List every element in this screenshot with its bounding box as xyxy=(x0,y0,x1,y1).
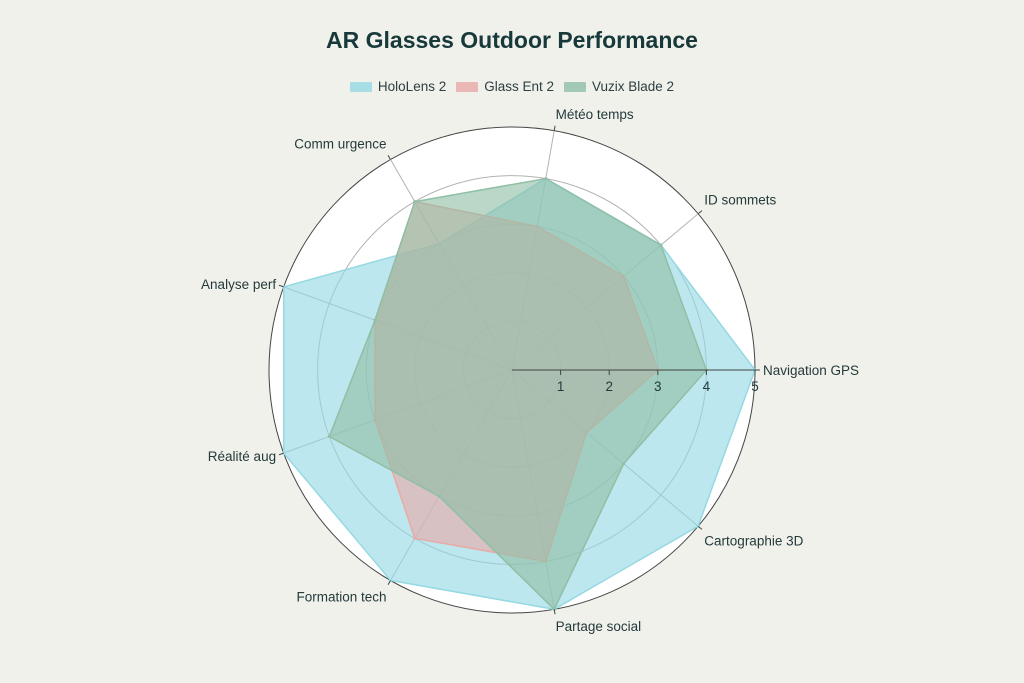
chart-title: AR Glasses Outdoor Performance xyxy=(326,27,698,53)
data-point xyxy=(327,435,331,438)
legend-swatch-2 xyxy=(564,81,587,92)
category-label: ID sommets xyxy=(704,193,776,208)
data-point xyxy=(622,462,626,466)
radial-tick-label: 5 xyxy=(751,379,759,394)
category-label: Analyse perf xyxy=(201,277,276,292)
data-point xyxy=(659,243,663,247)
category-tick xyxy=(697,210,703,215)
legend-swatch-1 xyxy=(456,81,479,92)
series-layer xyxy=(282,177,757,611)
category-tick xyxy=(387,154,391,160)
radial-tick-label: 1 xyxy=(557,379,565,394)
legend-label: Glass Ent 2 xyxy=(484,79,555,94)
category-labels: Navigation GPS ID sommets Météo tempsComm … xyxy=(201,107,859,634)
legend-item[interactable]: HoloLens 2 xyxy=(349,79,447,94)
radial-tick-label: 4 xyxy=(703,379,711,394)
radial-tick-label: 3 xyxy=(654,379,662,394)
category-label: Comm urgence xyxy=(294,137,386,152)
data-point xyxy=(373,318,377,322)
category-tick xyxy=(278,452,284,456)
data-point xyxy=(413,200,417,204)
category-tick xyxy=(278,284,284,288)
data-point xyxy=(544,177,548,181)
category-label: Formation tech xyxy=(296,589,386,604)
legend-item[interactable]: Vuzix Blade 2 xyxy=(564,79,674,94)
legend-item[interactable]: Glass Ent 2 xyxy=(456,79,554,94)
category-label: Réalité aug xyxy=(208,449,276,464)
data-point xyxy=(437,494,441,498)
category-label: Cartographie 3D xyxy=(704,533,803,548)
legend-label: Vuzix Blade 2 xyxy=(592,79,675,94)
category-tick xyxy=(553,125,556,131)
radial-tick-label: 2 xyxy=(605,379,613,394)
category-tick xyxy=(387,580,391,586)
category-tick xyxy=(697,525,703,530)
legend-label: HoloLens 2 xyxy=(377,79,447,94)
data-point xyxy=(413,536,417,540)
legend-swatch-0 xyxy=(349,81,372,92)
category-label: Météo temps xyxy=(556,107,634,122)
category-tick xyxy=(553,609,556,615)
category-label: Partage social xyxy=(556,619,642,634)
data-point xyxy=(552,607,556,611)
category-label: Navigation GPS xyxy=(763,363,859,378)
series-area xyxy=(328,177,708,611)
legend: HoloLens 2 Glass Ent 2 Vuzix Blade 2 xyxy=(0,79,1024,94)
radial-axis: 1 2 3 4 5 xyxy=(512,369,759,394)
